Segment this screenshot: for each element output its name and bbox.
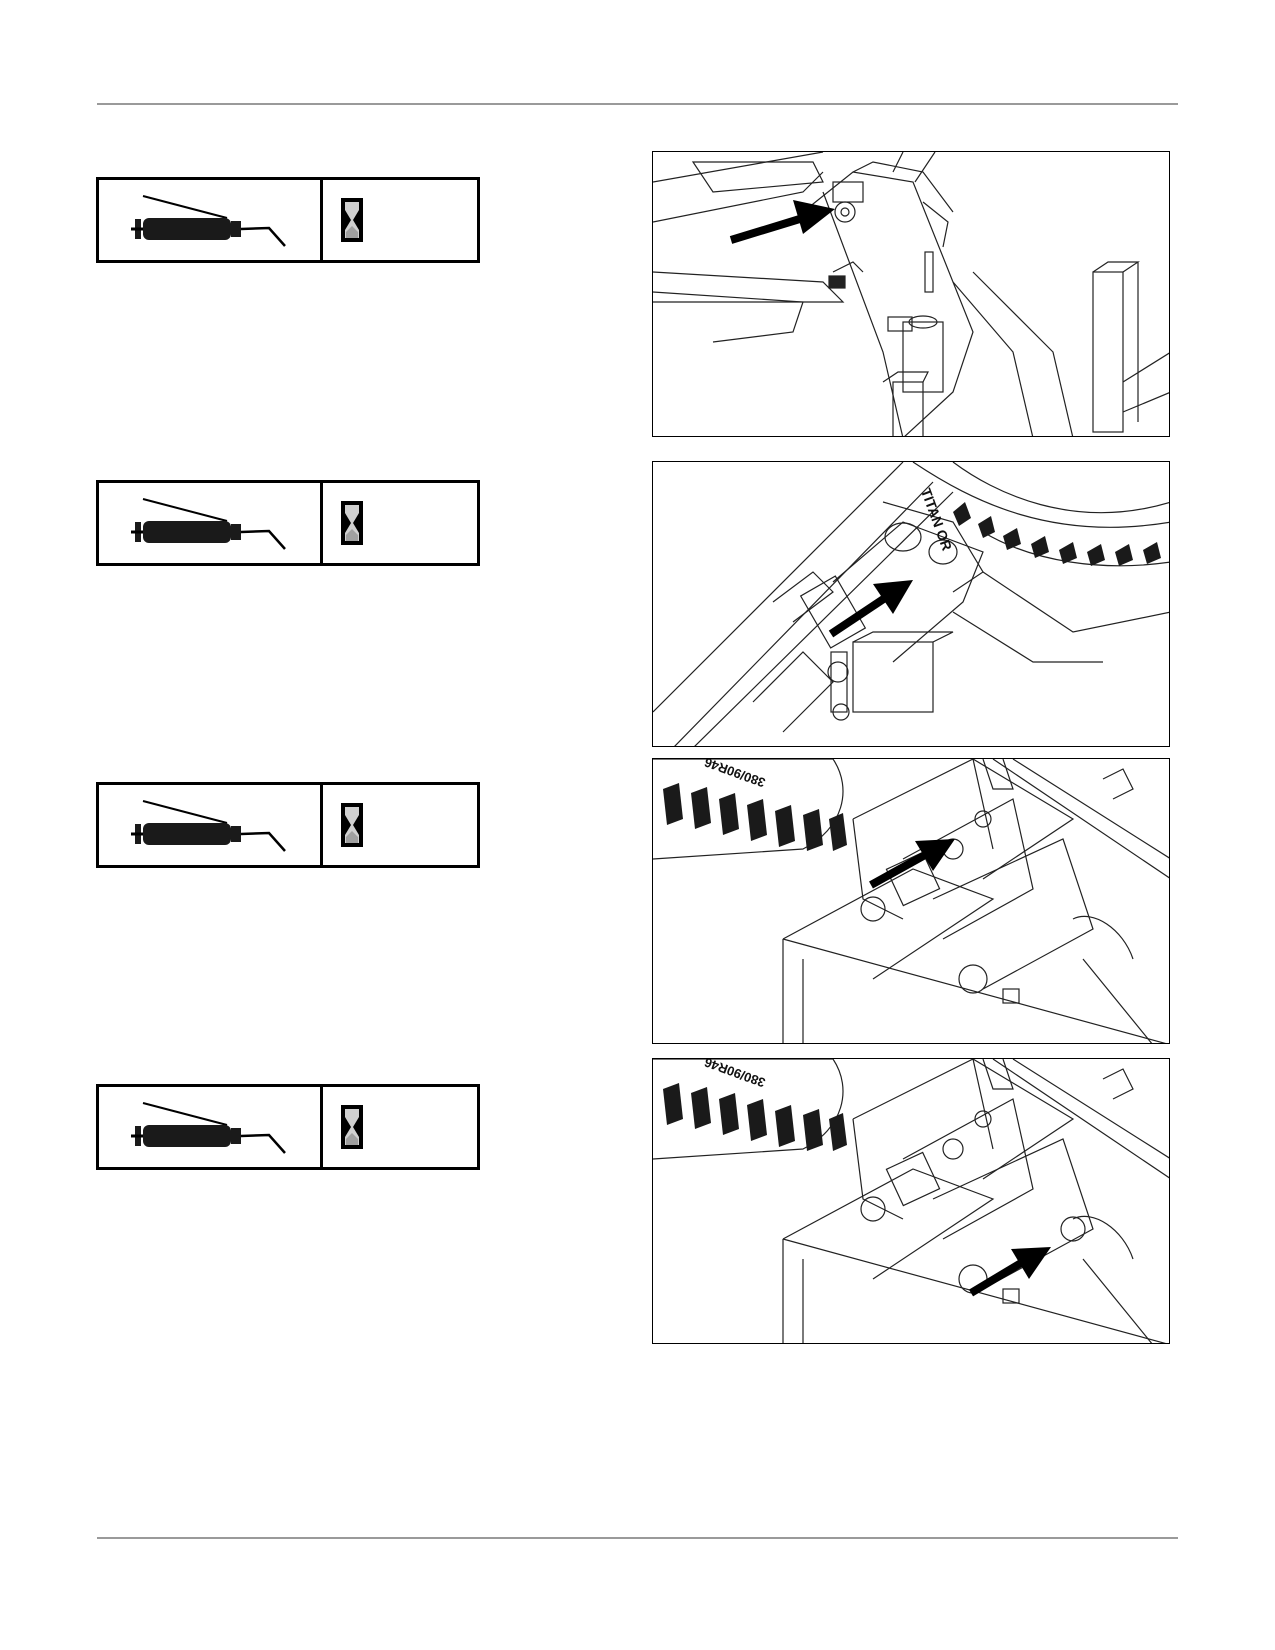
- figure-wing-hinge-pivot: [652, 151, 1170, 437]
- arrow-icon: [968, 1247, 1051, 1297]
- hourglass-icon: [341, 198, 363, 242]
- grease-gun-icon: [99, 785, 323, 865]
- grease-gun-icon: [99, 180, 323, 260]
- footer-rule: [97, 1537, 1178, 1539]
- figure-center-frame-pivot-lower: 380/90R46: [652, 1058, 1170, 1344]
- hourglass-icon: [341, 1105, 363, 1149]
- time-interval-cell: [323, 483, 477, 563]
- grease-gun-icon: [99, 483, 323, 563]
- lube-point-1-box: [96, 177, 480, 263]
- figure-center-frame-pivot-upper: 380/90R46: [652, 758, 1170, 1044]
- figure-wheel-axle-pivot: TITAN OR: [652, 461, 1170, 747]
- hourglass-icon: [341, 803, 363, 847]
- header-rule: [97, 103, 1178, 105]
- hourglass-icon: [341, 501, 363, 545]
- tire-tread: [663, 783, 847, 851]
- lube-point-2-box: [96, 480, 480, 566]
- time-interval-cell: [323, 1087, 477, 1167]
- lube-point-3-box: [96, 782, 480, 868]
- grease-gun-icon: [99, 1087, 323, 1167]
- arrow-icon: [729, 200, 835, 244]
- tire-tread: [953, 502, 1161, 566]
- time-interval-cell: [323, 785, 477, 865]
- time-interval-cell: [323, 180, 477, 260]
- lube-point-4-box: [96, 1084, 480, 1170]
- arrow-icon: [828, 580, 913, 638]
- tire-tread: [663, 1083, 847, 1151]
- arrow-icon: [869, 839, 955, 889]
